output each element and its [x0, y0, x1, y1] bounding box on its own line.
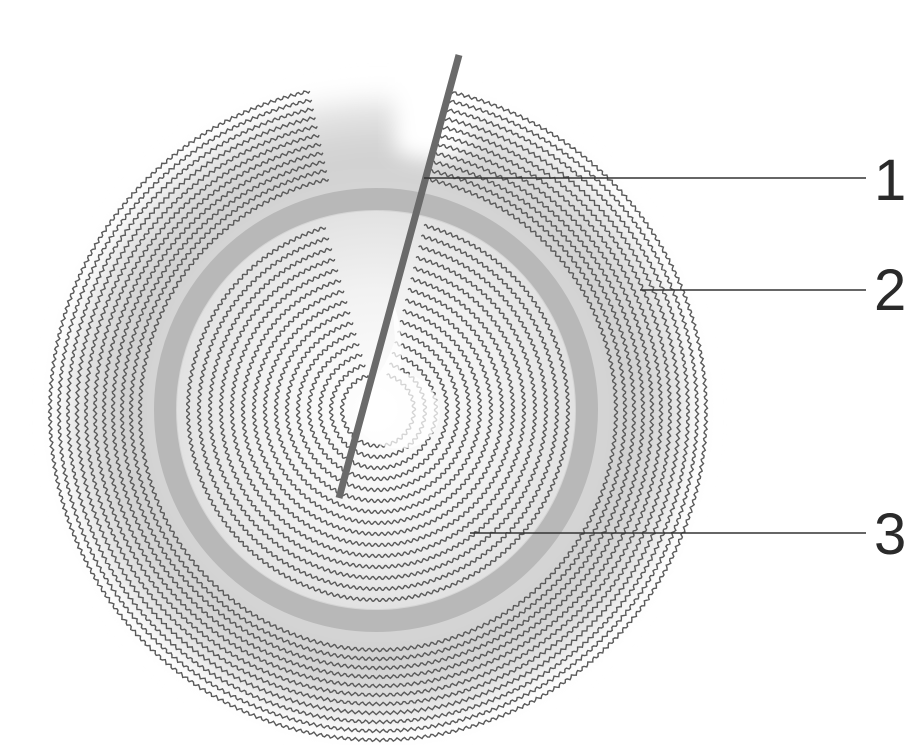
callout-label-1: 1 — [874, 148, 906, 213]
callout-label-2: 2 — [874, 258, 906, 323]
callout-label-3: 3 — [874, 502, 906, 567]
